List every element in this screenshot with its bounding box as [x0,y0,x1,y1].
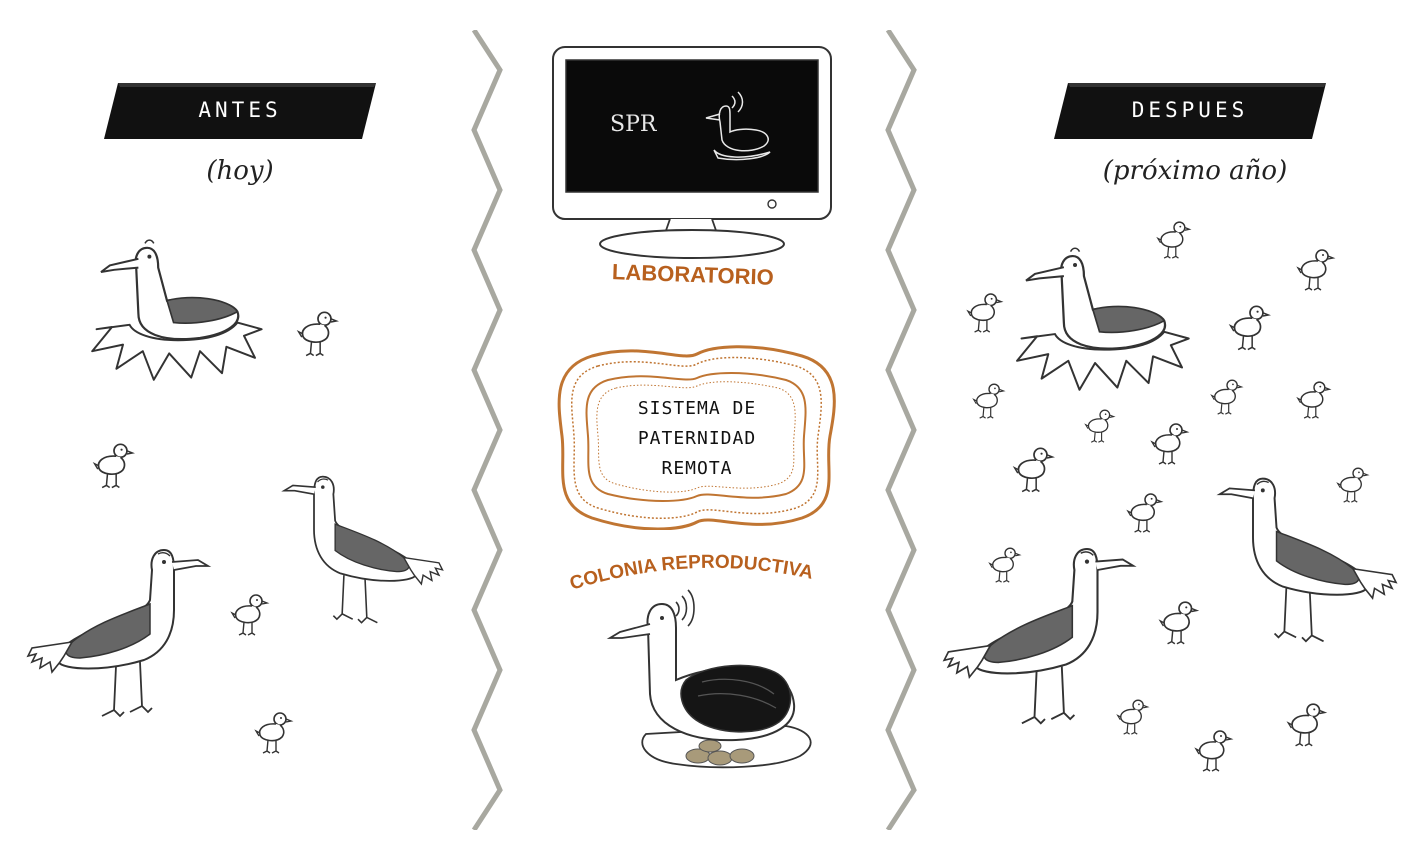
despues-banner: DESPUES [1054,83,1326,139]
chick-icon [230,590,270,642]
antes-title: ANTES [198,98,282,122]
right-zigzag-divider [885,30,917,830]
radio-signal-icon [675,589,695,627]
chick-icon [1194,726,1234,778]
nest-bird-icon [90,228,266,382]
chick-icon [1296,246,1336,296]
banner-shape [104,83,376,139]
banner-shape [1054,83,1326,139]
system-line: SISTEMA DE [637,398,757,419]
chick-icon [972,380,1006,424]
chick-icon [1116,696,1150,740]
ornate-frame [557,345,836,530]
chick-icon [92,440,136,494]
despues-title: DESPUES [1131,98,1249,122]
computer-monitor-icon [552,46,832,259]
chick-icon [1012,444,1056,498]
chick-icon [1158,598,1200,650]
chick-icon [1286,700,1328,752]
antes-banner: ANTES [104,83,376,139]
colonia-label-arc: COLONIA REPRODUCTIVA [567,552,815,594]
chick-icon [988,544,1022,588]
despues-subtitle: (próximo año) [1102,156,1288,186]
standing-seabird-icon [1204,452,1400,662]
chick-icon [1228,302,1272,356]
system-name-text: SISTEMA DE PATERNIDAD REMOTA [582,394,812,484]
system-line: PATERNIDAD [637,428,757,449]
left-zigzag-divider [471,30,503,830]
chick-icon [1150,420,1190,470]
antes-subtitle: (hoy) [206,156,274,186]
tagged-bird-nest-icon [606,589,812,769]
chick-icon [1084,406,1116,448]
chick-icon [1296,378,1332,424]
chick-icon [1126,490,1164,538]
chick-icon [296,308,340,362]
system-line: REMOTA [661,458,733,479]
chick-icon [1336,464,1370,508]
chick-icon [1210,376,1244,420]
laboratorio-label: LABORATORIO [611,259,775,290]
chick-icon [254,708,294,760]
spr-screen-label: SPR [610,112,657,137]
chick-icon [1156,218,1192,264]
chick-icon [966,290,1004,338]
standing-seabird-icon [24,530,224,730]
standing-seabird-icon [270,452,446,642]
